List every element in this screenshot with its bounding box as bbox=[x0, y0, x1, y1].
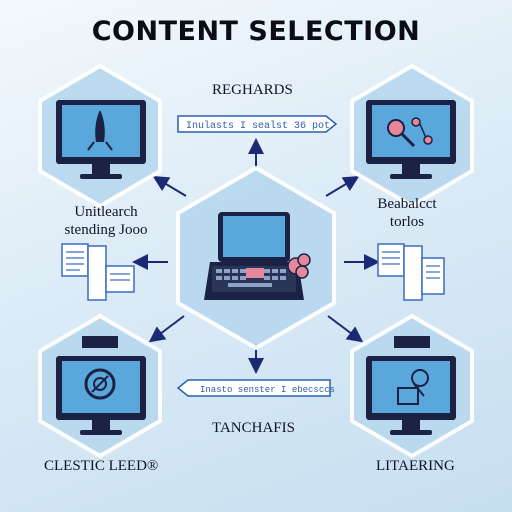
search-target-monitor-icon bbox=[56, 336, 146, 435]
label-top: REGHARDS bbox=[212, 82, 293, 98]
label-right-line2: torlos bbox=[389, 214, 425, 230]
laptop-icon bbox=[204, 212, 311, 300]
top-search-bar bbox=[177, 115, 338, 133]
chart-monitor-icon bbox=[366, 336, 456, 435]
arrow-bottom-left bbox=[148, 315, 185, 343]
page-title: CONTENT SELECTION bbox=[91, 16, 421, 47]
label-bottom-left: CLESTIC LEED® bbox=[44, 458, 159, 474]
label-right-line1: Beabalcct bbox=[377, 196, 437, 212]
arrow-top-right bbox=[325, 175, 360, 197]
label-left-line1: Unitlearch bbox=[74, 204, 138, 220]
connection-arrows bbox=[132, 138, 380, 374]
top-search-text: Inulasts I sealst 36 pot bbox=[186, 120, 330, 132]
left-documents-icon bbox=[61, 243, 135, 301]
arrow-bottom-right bbox=[327, 315, 364, 343]
label-bottom-right: LITAERING bbox=[376, 458, 455, 474]
arrow-top-left bbox=[152, 175, 187, 197]
label-middle: TANCHAFIS bbox=[212, 420, 295, 436]
rocket-monitor-icon bbox=[56, 100, 146, 179]
network-monitor-icon bbox=[366, 100, 456, 179]
bottom-search-text: Inasto senster I ebecsccs bbox=[200, 385, 335, 395]
bottom-search-bar bbox=[176, 379, 331, 397]
label-left-line2: stending Jooo bbox=[64, 222, 148, 238]
right-documents-icon bbox=[377, 243, 445, 301]
